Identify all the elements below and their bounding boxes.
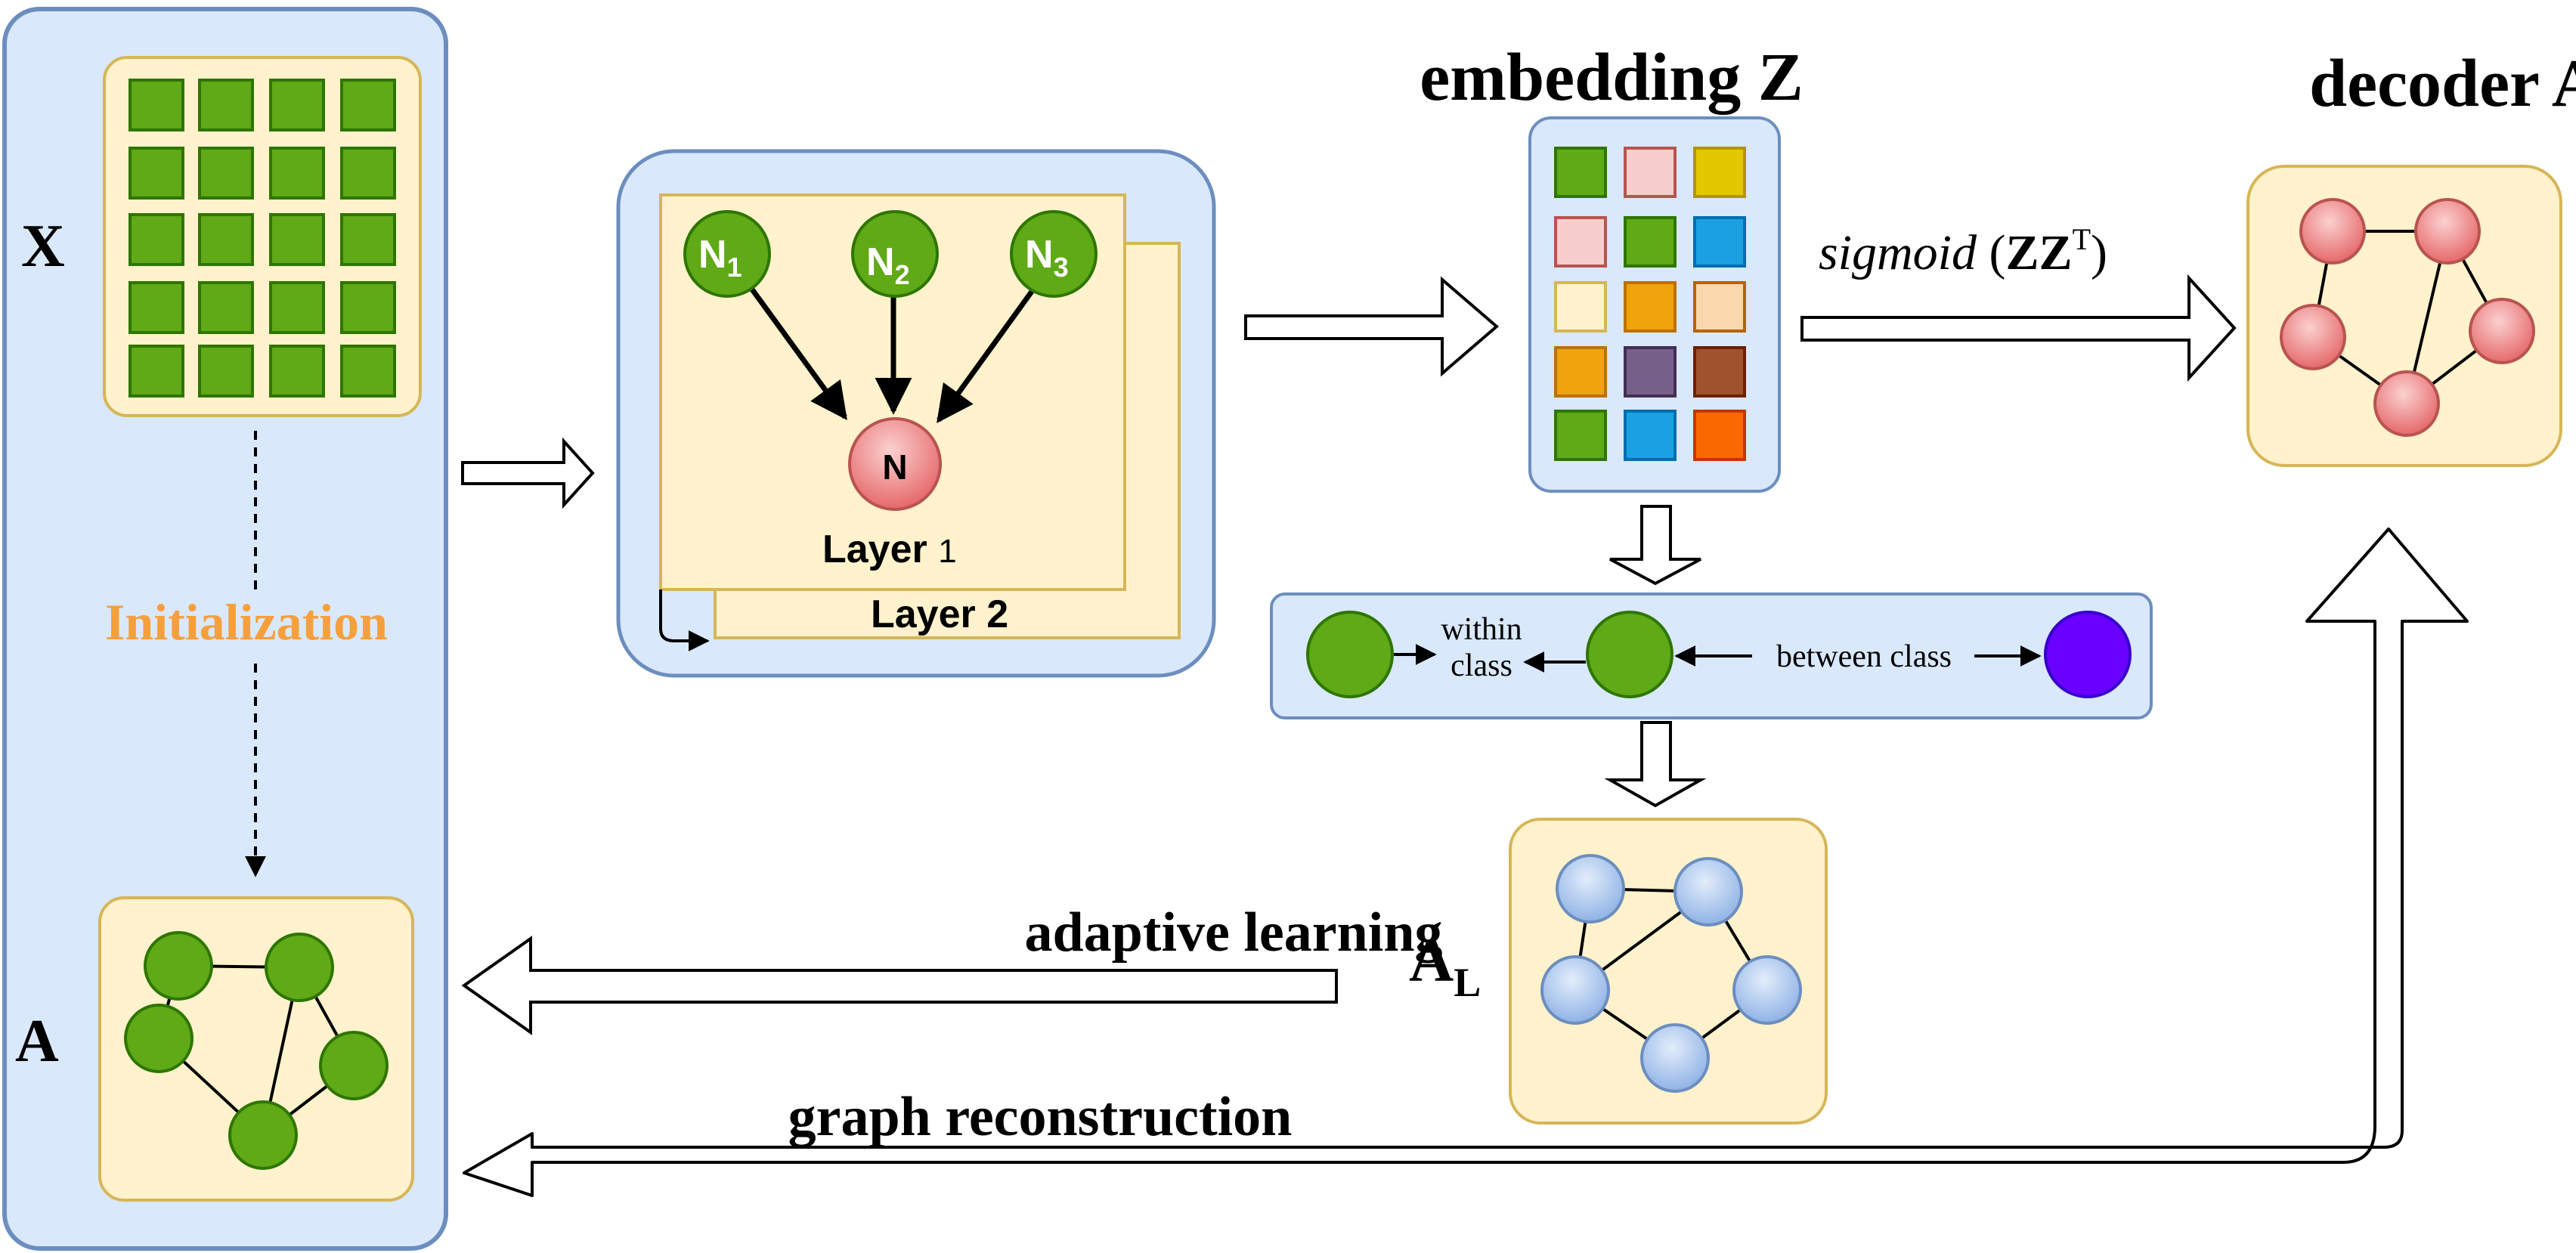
embedding-cell [1624, 147, 1677, 198]
embedding-cell [1693, 147, 1746, 198]
feature-cell [198, 147, 254, 200]
node-n1-label: N1 [698, 233, 742, 283]
feature-cell [198, 213, 254, 266]
node-n2-label: N2 [866, 240, 910, 290]
node-n-target [848, 417, 942, 511]
arrow-embedding-down [1609, 505, 1701, 586]
gcn-edges [746, 282, 1039, 423]
graph-node [228, 1100, 298, 1170]
embedding-cell [1624, 216, 1677, 268]
layer-loop-arrow [659, 589, 710, 651]
embedding-matrix-cells [1554, 147, 1746, 461]
feature-cell [128, 213, 184, 266]
graph-node [2414, 198, 2481, 265]
graph-node [265, 933, 334, 1002]
feature-cell [128, 345, 184, 398]
learned-graph-label: AL [1409, 926, 1481, 1005]
embedding-cell [1554, 410, 1607, 461]
feature-cell [340, 147, 396, 200]
embedding-cell [1554, 346, 1607, 398]
decoder-title: decoder A [2309, 46, 2576, 121]
feature-cell [340, 79, 396, 131]
feature-cell [269, 213, 325, 266]
embedding-cell [1624, 281, 1677, 333]
feature-cell [269, 79, 325, 131]
feature-cell [269, 147, 325, 200]
between-class-label: between class [1776, 639, 1952, 674]
feature-cell [340, 213, 396, 266]
embedding-cell [1554, 281, 1607, 333]
feature-cell [198, 79, 254, 131]
feature-cell [128, 79, 184, 131]
adaptive-learning-label: adaptive learning [1025, 902, 1443, 964]
initialization-label-bg [70, 589, 425, 657]
arrow-embedding-to-decoder [1800, 274, 2237, 382]
graph-node [1673, 857, 1743, 927]
a-graph-label: A [15, 1008, 59, 1075]
feature-matrix-cells [128, 79, 396, 398]
embedding-cell [1554, 147, 1607, 198]
feature-cell [198, 345, 254, 398]
graph-node [2373, 370, 2440, 437]
graph-node [144, 931, 213, 1001]
within-class-line2: class [1451, 648, 1512, 683]
feature-cell [198, 281, 254, 334]
feature-cell [340, 345, 396, 398]
graph-node [1732, 955, 1802, 1025]
feature-cell [269, 281, 325, 334]
layer2-label: Layer 2 [871, 592, 1008, 636]
learned-graph-nodes [1540, 854, 1802, 1093]
graph-node [319, 1031, 389, 1100]
graph-node [2280, 304, 2346, 370]
feature-cell [340, 281, 396, 334]
node-n-label: N [882, 447, 907, 487]
embedding-cell [1693, 346, 1746, 398]
graph-node [2299, 198, 2366, 265]
arrow-adaptive-learning [461, 936, 1338, 1035]
node-n2 [851, 210, 939, 298]
node-n3-label: N3 [1025, 233, 1069, 283]
embedding-cell [1693, 281, 1746, 333]
arrow-gcn-to-embedding [1244, 276, 1500, 377]
sigmoid-formula: sigmoid (ZZT) [1819, 222, 2107, 280]
embedding-cell [1693, 410, 1746, 461]
graph-node [1556, 854, 1625, 924]
class-node-b [1586, 611, 1673, 698]
node-n1 [683, 210, 771, 298]
feature-cell [128, 147, 184, 200]
graph-node [124, 1004, 194, 1073]
within-class-line1: within [1441, 612, 1522, 647]
embedding-cell [1554, 216, 1607, 268]
initialization-label: Initialization [105, 593, 388, 651]
class-node-a [1306, 611, 1394, 698]
class-node-c [2044, 611, 2132, 698]
graph-node [1640, 1023, 1710, 1093]
decoder-graph-nodes [2280, 198, 2535, 437]
embedding-cell [1624, 410, 1677, 461]
embedding-title: embedding Z [1420, 40, 1804, 115]
graph-node [1540, 955, 1610, 1025]
embedding-cell [1693, 216, 1746, 268]
node-n3 [1010, 210, 1098, 298]
embedding-cell [1624, 346, 1677, 398]
feature-cell [269, 345, 325, 398]
graph-reconstruction-label: graph reconstruction [788, 1086, 1293, 1148]
arrow-x-to-gcn [461, 437, 595, 509]
x-matrix-label: X [21, 213, 65, 280]
arrow-graph-reconstruction [463, 527, 2469, 1197]
arrow-class-down [1604, 721, 1707, 808]
feature-cell [128, 281, 184, 334]
graph-node [2469, 298, 2535, 364]
layer1-label: Layer 1 [822, 527, 957, 571]
adjacency-graph-nodes [124, 931, 389, 1170]
